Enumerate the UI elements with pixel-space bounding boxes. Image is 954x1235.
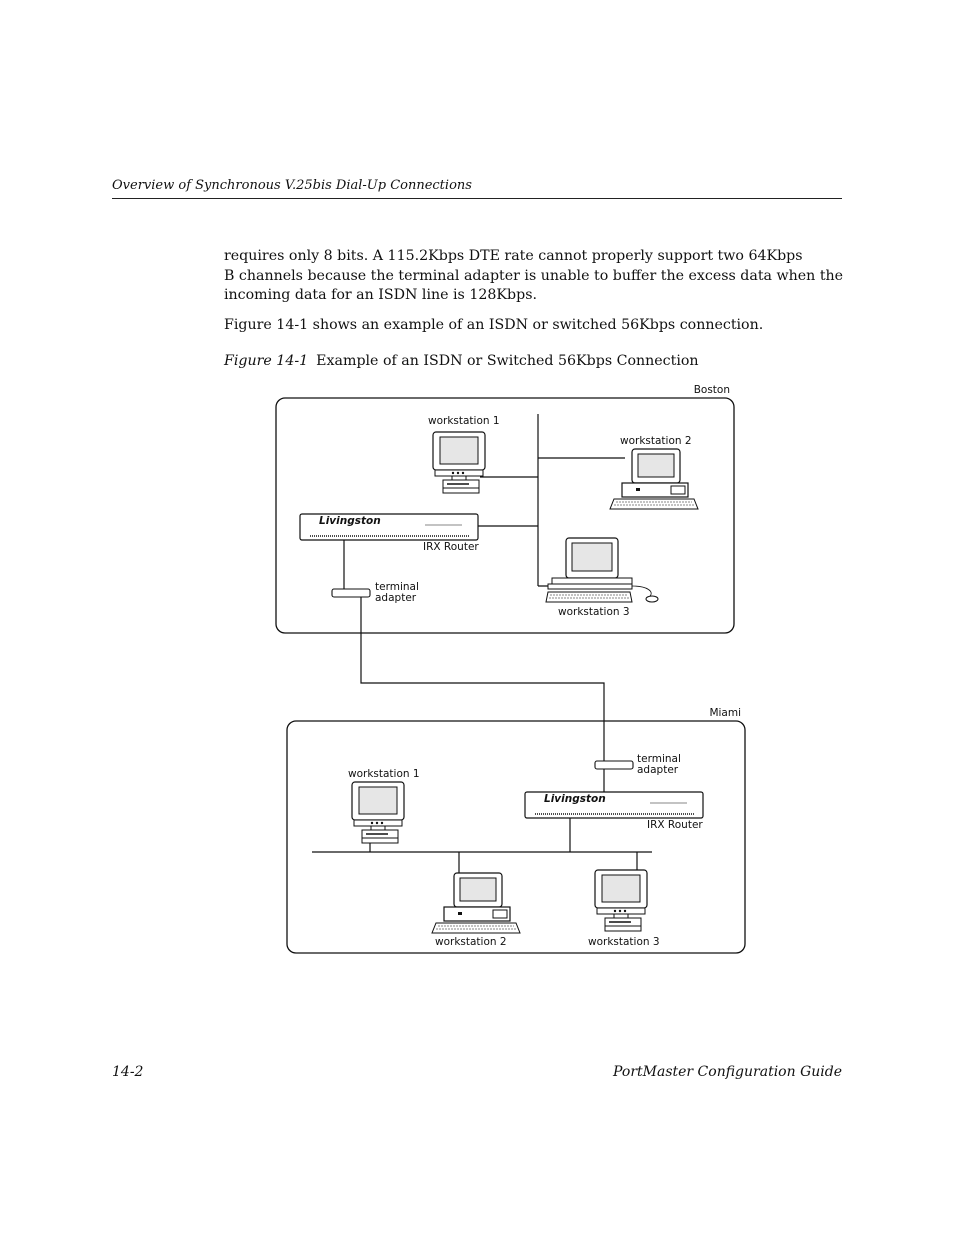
miami-router-label: IRX Router bbox=[647, 819, 703, 831]
miami-workstation-3-icon bbox=[594, 869, 648, 932]
body-paragraph-1: requires only 8 bits. A 115.2Kbps DTE ra… bbox=[224, 247, 844, 306]
boston-label: Boston bbox=[694, 384, 730, 396]
miami-terminal-adapter-icon bbox=[594, 760, 634, 770]
figure-title: Example of an ISDN or Switched 56Kbps Co… bbox=[316, 353, 699, 369]
boston-workstation-2-label: workstation 2 bbox=[620, 435, 692, 447]
running-head: Overview of Synchronous V.25bis Dial-Up … bbox=[112, 178, 472, 193]
paragraph-line: incoming data for an ISDN line is 128Kbp… bbox=[224, 287, 537, 303]
book-title: PortMaster Configuration Guide bbox=[613, 1064, 842, 1080]
miami-workstation-2-label: workstation 2 bbox=[435, 936, 507, 948]
router-brand-logo: Livingston bbox=[544, 793, 606, 805]
miami-site-box bbox=[286, 720, 746, 954]
miami-workstation-1-label: workstation 1 bbox=[348, 768, 420, 780]
boston-terminal-adapter-icon bbox=[331, 588, 371, 598]
boston-workstation-1-icon bbox=[432, 431, 486, 494]
figure-caption: Figure 14-1 Example of an ISDN or Switche… bbox=[224, 353, 699, 369]
miami-workstation-3-label: workstation 3 bbox=[588, 936, 660, 948]
miami-adapter-label-2: adapter bbox=[637, 764, 679, 776]
miami-workstation-2-icon bbox=[431, 872, 521, 934]
boston-adapter-label-1: terminal bbox=[375, 581, 419, 593]
boston-workstation-3-label: workstation 3 bbox=[558, 606, 630, 618]
boston-workstation-1-label: workstation 1 bbox=[428, 415, 500, 427]
paragraph-line: requires only 8 bits. A 115.2Kbps DTE ra… bbox=[224, 248, 803, 264]
boston-workstation-3-icon bbox=[545, 537, 659, 603]
router-brand-logo: Livingston bbox=[319, 515, 381, 527]
boston-router-icon: Livingston bbox=[299, 513, 479, 541]
paragraph-line: B channels because the terminal adapter … bbox=[224, 267, 844, 284]
boston-site-box bbox=[275, 397, 735, 634]
figure-number: Figure 14-1 bbox=[224, 353, 309, 369]
miami-label: Miami bbox=[709, 707, 741, 719]
body-paragraph-2: Figure 14-1 shows an example of an ISDN … bbox=[224, 317, 764, 333]
miami-adapter-label-1: terminal bbox=[637, 753, 681, 765]
header-rule bbox=[112, 198, 842, 199]
boston-adapter-label-2: adapter bbox=[375, 592, 417, 604]
miami-workstation-1-icon bbox=[351, 781, 405, 844]
boston-router-label: IRX Router bbox=[423, 541, 479, 553]
page-number: 14-2 bbox=[112, 1064, 144, 1080]
miami-router-icon: Livingston bbox=[524, 791, 704, 819]
isdn-wan-link bbox=[360, 597, 605, 761]
